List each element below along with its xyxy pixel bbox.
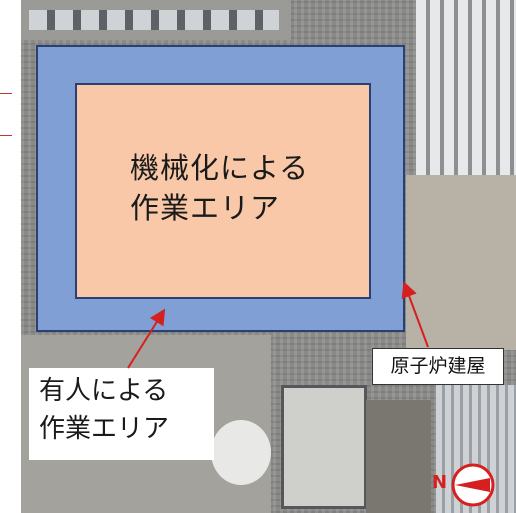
- north-label: N: [432, 472, 448, 493]
- round-tank: [211, 420, 271, 485]
- label-line: 有人による: [39, 376, 169, 406]
- reactor-building-callout: 原子炉建屋: [372, 348, 504, 385]
- building-roof: [281, 385, 367, 509]
- mechanized-work-area: [75, 83, 371, 299]
- label-line: 作業エリア: [130, 191, 281, 225]
- compass-icon: [451, 463, 495, 507]
- ground-area: [406, 175, 516, 350]
- vent-units: [29, 10, 279, 30]
- margin-tick: [0, 135, 12, 136]
- road: [366, 400, 431, 513]
- label-line: 機械化による: [130, 151, 310, 185]
- mechanized-area-label: 機械化による 作業エリア: [130, 148, 350, 228]
- pipe-rack: [416, 0, 516, 175]
- margin-tick: [0, 93, 12, 94]
- label-line: 作業エリア: [39, 414, 170, 444]
- manned-area-callout: 有人による 作業エリア: [29, 368, 214, 460]
